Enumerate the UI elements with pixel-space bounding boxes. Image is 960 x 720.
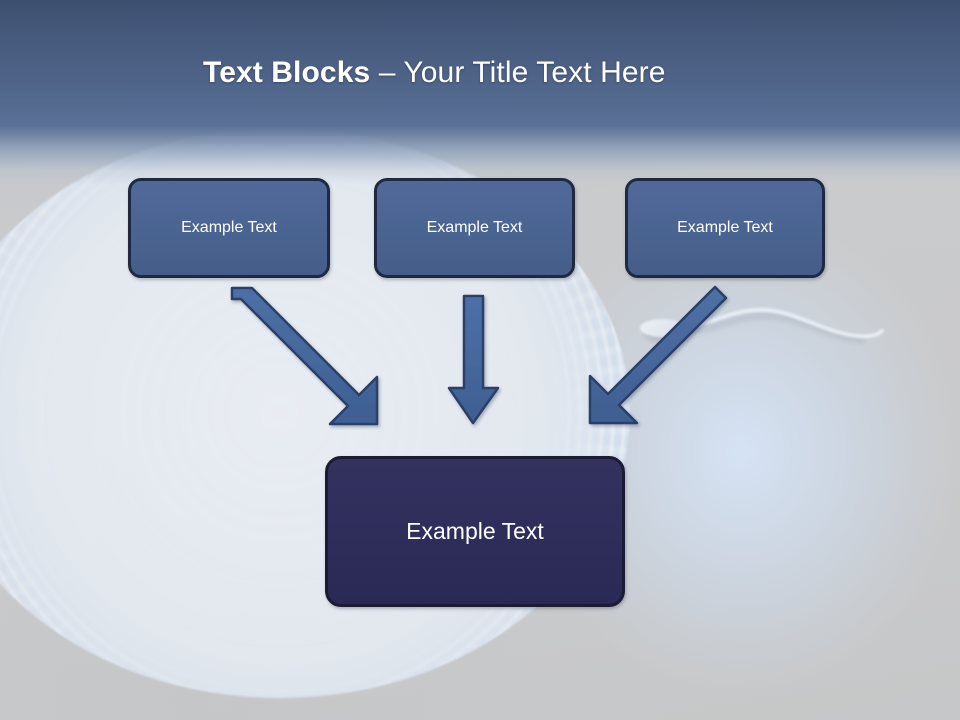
page-title-separator: – bbox=[370, 56, 404, 89]
sperm-illustration bbox=[640, 307, 884, 344]
text-block-3-label: Example Text bbox=[677, 219, 773, 236]
text-block-2[interactable]: Example Text bbox=[374, 178, 575, 278]
page-title-rest: Your Title Text Here bbox=[403, 56, 666, 89]
text-block-result[interactable]: Example Text bbox=[325, 456, 625, 607]
text-block-result-label: Example Text bbox=[406, 518, 544, 544]
text-block-3[interactable]: Example Text bbox=[625, 178, 825, 278]
text-block-2-label: Example Text bbox=[426, 219, 523, 236]
text-block-1[interactable]: Example Text bbox=[128, 178, 330, 278]
page-title-bold: Text Blocks bbox=[203, 56, 371, 89]
title-band bbox=[0, 0, 960, 185]
text-block-1-label: Example Text bbox=[181, 219, 277, 236]
page-title: Text Blocks – Your Title Text Here bbox=[203, 53, 666, 93]
